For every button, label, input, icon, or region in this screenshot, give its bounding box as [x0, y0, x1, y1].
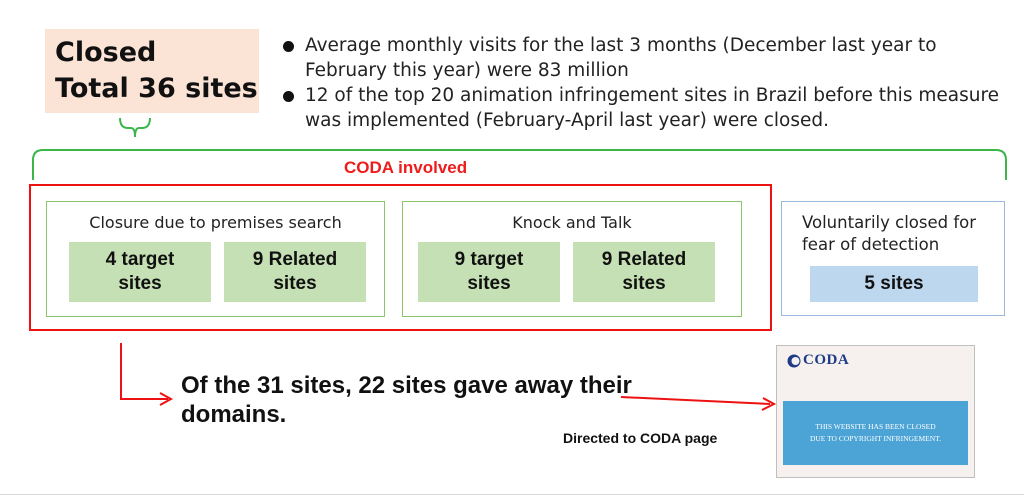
- bullet-item: Average monthly visits for the last 3 mo…: [283, 33, 1003, 83]
- knock-and-talk-title: Knock and Talk: [512, 213, 632, 232]
- bullet-list: Average monthly visits for the last 3 mo…: [283, 33, 1003, 133]
- headline-line2: Total 36 sites: [55, 73, 258, 104]
- voluntary-closure-title: Voluntarily closed for fear of detection: [802, 213, 977, 254]
- redirect-arrowhead: [761, 397, 777, 411]
- headline-line1: Closed: [55, 37, 157, 68]
- bullet-text: Average monthly visits for the last 3 mo…: [305, 35, 937, 81]
- coda-page-thumbnail: CODA THIS WEBSITE HAS BEEN CLOSED DUE TO…: [776, 345, 975, 478]
- site-closed-banner: THIS WEBSITE HAS BEEN CLOSED DUE TO COPY…: [783, 401, 968, 465]
- coda-logo-text: CODA: [803, 352, 850, 368]
- result-arrow: [120, 343, 168, 400]
- voluntary-closure-panel: Voluntarily closed for fear of detection…: [781, 201, 1005, 316]
- bullet-item: 12 of the top 20 animation infringement …: [283, 83, 1003, 133]
- bullet-text: 12 of the top 20 animation infringement …: [305, 85, 1000, 131]
- coda-logo: CODA: [787, 352, 849, 369]
- premises-related-chip: 9 Related sites: [224, 242, 366, 302]
- banner-line-1: THIS WEBSITE HAS BEEN CLOSED: [815, 422, 936, 431]
- knock-target-chip: 9 target sites: [418, 242, 560, 302]
- coda-involved-label: CODA involved: [344, 158, 468, 177]
- bottom-divider: [0, 494, 1024, 495]
- bullet-dot-icon: [283, 91, 294, 102]
- directed-caption: Directed to CODA page: [563, 430, 718, 446]
- premises-search-panel: Closure due to premises search 4 target …: [46, 201, 385, 317]
- knock-and-talk-panel: Knock and Talk 9 target sites 9 Related …: [402, 201, 742, 317]
- knock-related-chip: 9 Related sites: [573, 242, 715, 302]
- coda-logo-mark-icon: [787, 354, 801, 367]
- banner-line-2: DUE TO COPYRIGHT INFRINGEMENT.: [809, 434, 942, 443]
- premises-search-title: Closure due to premises search: [89, 213, 342, 232]
- premises-target-chip: 4 target sites: [69, 242, 211, 302]
- headline-box: Closed Total 36 sites: [45, 29, 259, 113]
- voluntary-count-chip: 5 sites: [810, 266, 978, 302]
- result-arrowhead: [159, 392, 174, 406]
- bullet-dot-icon: [283, 41, 294, 52]
- coda-involved-frame: [29, 184, 772, 331]
- group-bracket: [32, 149, 1007, 180]
- headline-brace: [119, 117, 151, 138]
- domain-result-text: Of the 31 sites, 22 sites gave away thei…: [181, 372, 632, 428]
